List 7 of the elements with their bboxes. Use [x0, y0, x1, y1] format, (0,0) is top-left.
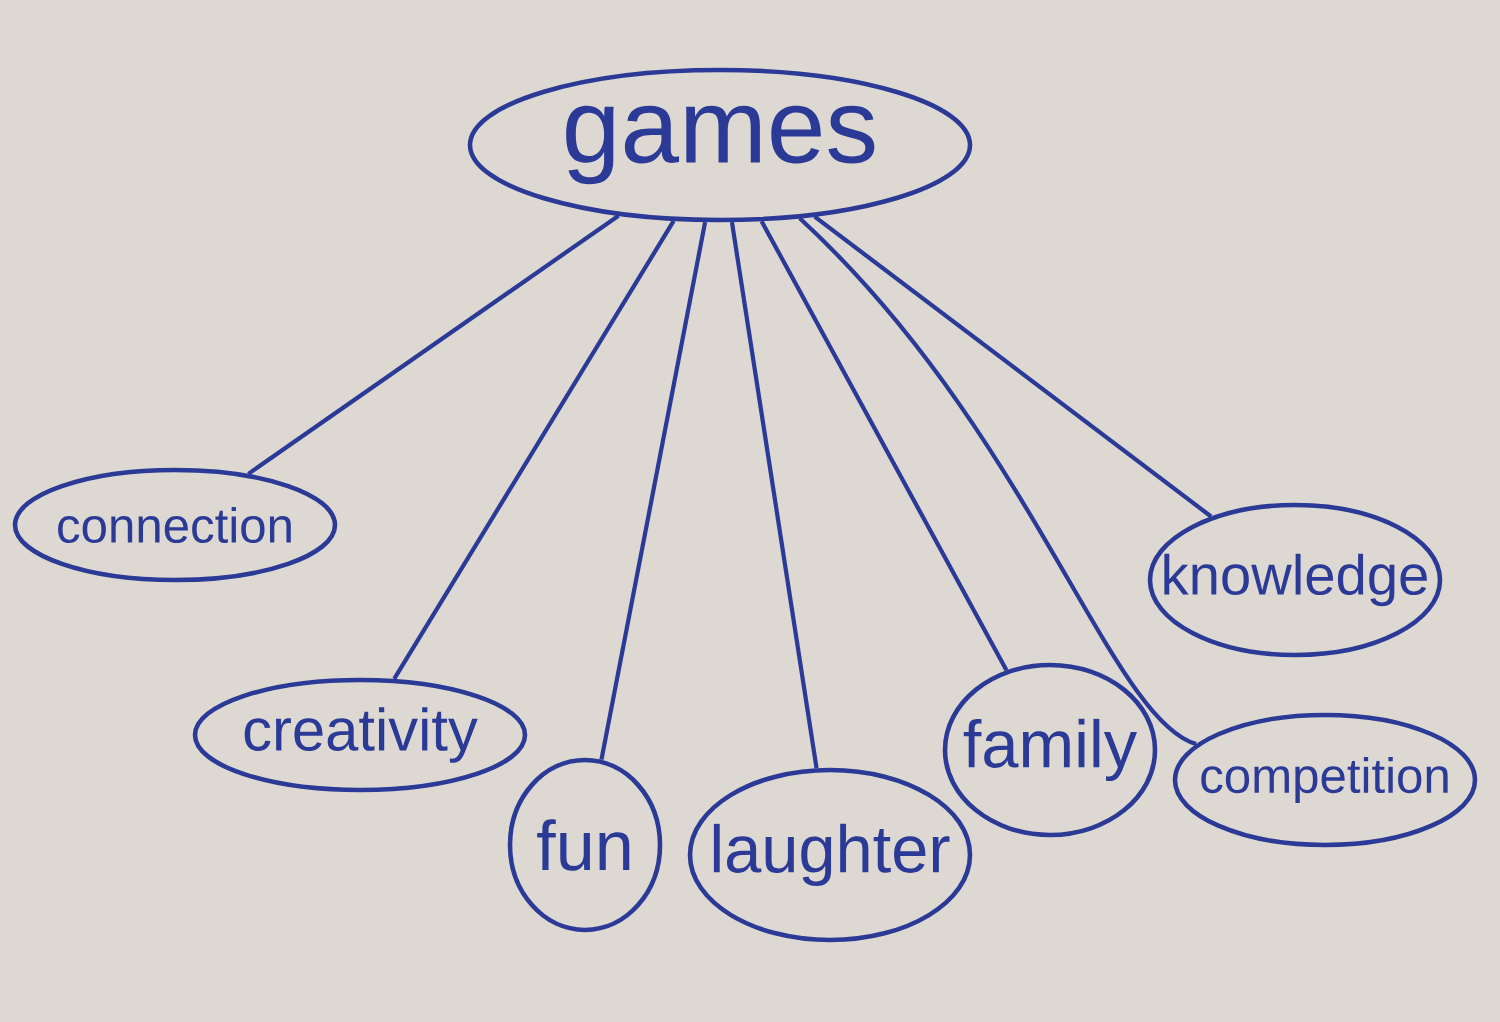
connector-line	[392, 219, 676, 680]
connector-line	[247, 214, 620, 476]
connector-line	[759, 220, 1009, 672]
connector-line	[599, 221, 708, 761]
connector-line	[813, 214, 1213, 519]
connector-line	[798, 216, 1198, 746]
connector-line	[729, 221, 819, 769]
